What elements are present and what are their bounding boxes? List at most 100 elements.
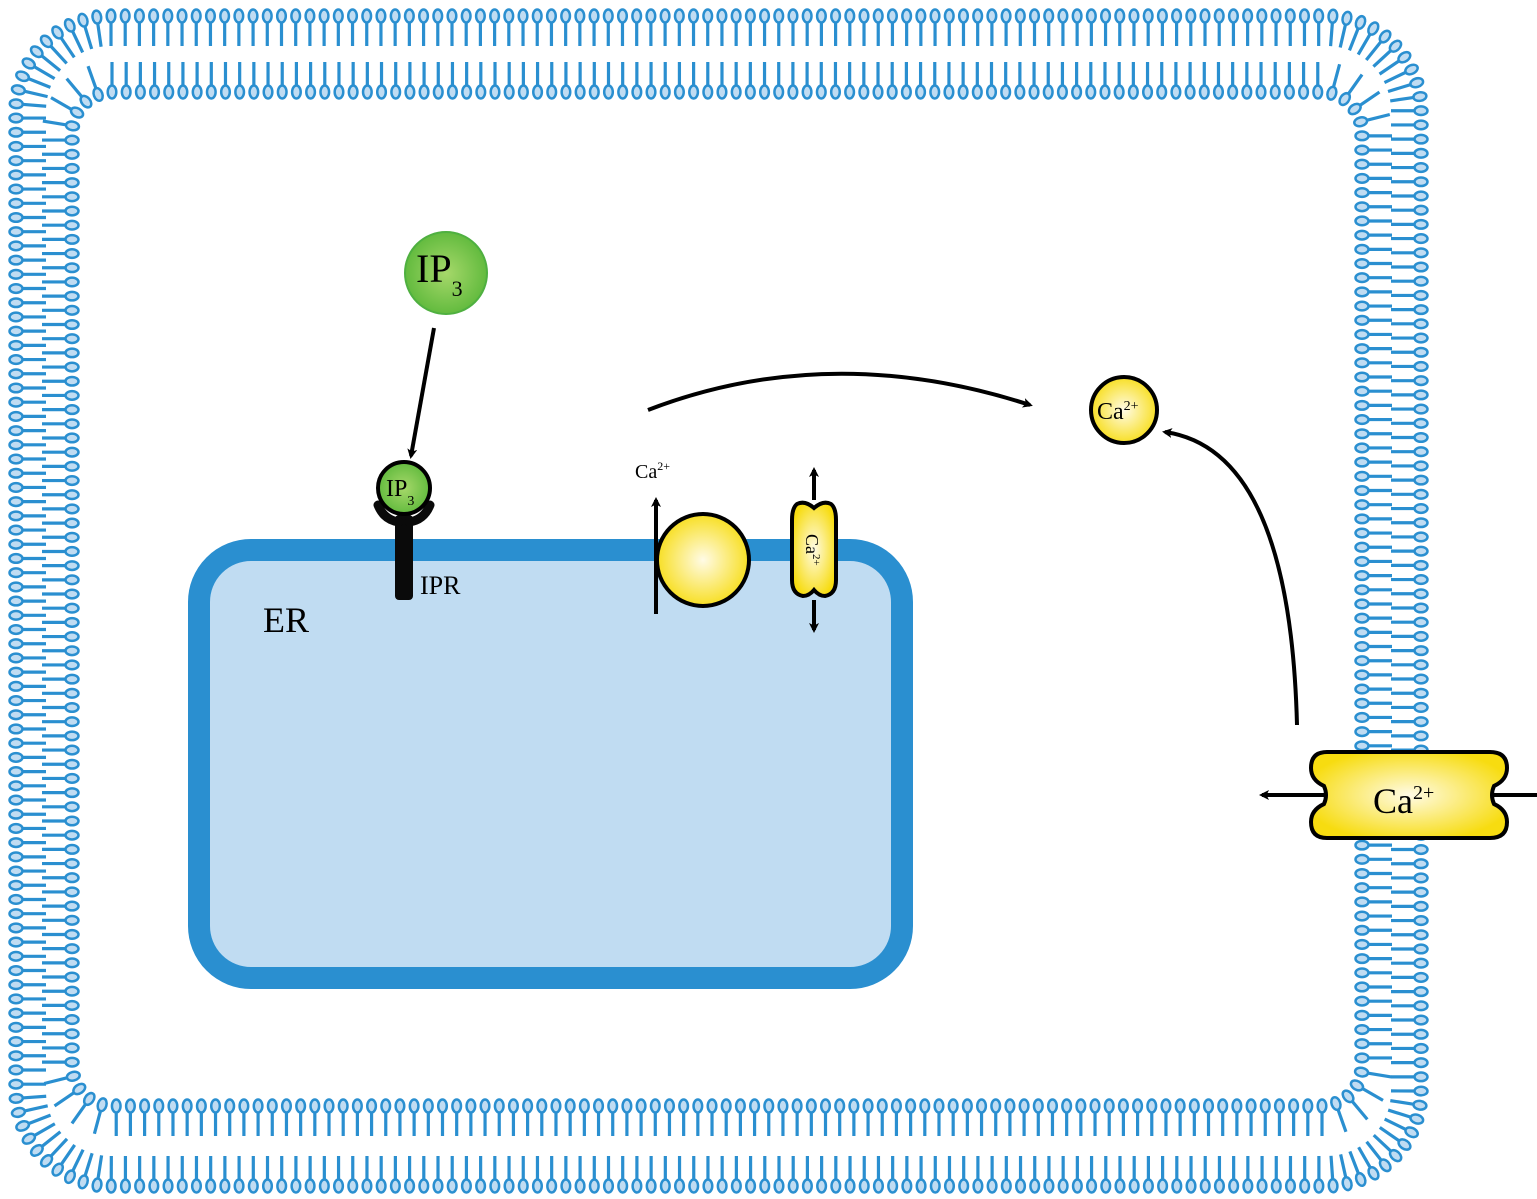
lipid-head <box>546 1178 558 1194</box>
lipid-head <box>631 1178 643 1194</box>
lipid-head <box>1388 1148 1403 1163</box>
lipid-head <box>318 8 330 24</box>
lipid-head <box>815 8 827 24</box>
lipid-head <box>8 1064 24 1076</box>
lipid-head <box>64 460 80 472</box>
lipid-head <box>1014 1178 1027 1194</box>
lipid-head <box>361 1178 373 1194</box>
lipid-head <box>8 1021 24 1033</box>
lipid-head <box>8 680 24 692</box>
lipid-tail <box>1383 1117 1407 1132</box>
lipid-head <box>943 84 955 100</box>
lipid-head <box>1404 1126 1419 1139</box>
lipid-tail <box>71 1149 85 1173</box>
lipid-head <box>8 467 24 479</box>
lipid-head <box>787 84 799 100</box>
lipid-head <box>8 780 24 792</box>
lipid-head <box>64 191 80 203</box>
lipid-head <box>436 1098 449 1114</box>
lipid-tail <box>33 65 56 81</box>
lipid-head <box>8 638 24 650</box>
lipid-head <box>461 84 473 100</box>
lipid-head <box>858 8 870 24</box>
lipid-head <box>1227 8 1239 24</box>
lipid-head <box>8 1007 24 1019</box>
lipid-head <box>1354 229 1370 241</box>
lipid-tail <box>1389 95 1415 103</box>
lipid-head <box>8 893 24 906</box>
lipid-head <box>1100 8 1112 24</box>
lipid-head <box>886 8 898 24</box>
lipid-head <box>1354 711 1370 724</box>
endoplasmic-reticulum <box>188 539 913 989</box>
lipid-head <box>1242 1178 1254 1194</box>
lipid-head <box>1313 1178 1325 1194</box>
lipid-head <box>1413 360 1429 373</box>
lipid-head <box>1412 1099 1428 1111</box>
lipid-head <box>1354 1009 1370 1021</box>
lipid-head <box>631 8 643 24</box>
lipid-head <box>1354 357 1370 369</box>
lipid-head <box>971 84 983 100</box>
lipid-head <box>901 8 913 24</box>
lipid-head <box>1413 190 1429 202</box>
lipid-head <box>64 347 80 359</box>
lipid-head <box>8 98 25 110</box>
lipid-head <box>1347 102 1362 116</box>
lipid-head <box>1127 84 1139 100</box>
lipid-head <box>1255 84 1267 100</box>
lipid-head <box>1014 8 1026 24</box>
lipid-head <box>64 645 80 657</box>
lipid-head <box>858 84 870 100</box>
lipid-head <box>1338 91 1352 107</box>
lipid-head <box>96 1097 108 1113</box>
lipid-head <box>309 1098 321 1114</box>
lipid-head <box>1413 1000 1429 1012</box>
lipid-head <box>64 673 80 685</box>
lipid-head <box>531 1178 544 1194</box>
lipid-head <box>1354 144 1370 156</box>
lipid-head <box>64 857 80 870</box>
lipid-head <box>77 1174 90 1190</box>
lipid-head <box>1326 85 1338 101</box>
lipid-head <box>834 1098 846 1114</box>
lipid-head <box>1413 403 1429 415</box>
lipid-head <box>1413 318 1429 330</box>
lipid-head <box>1354 14 1367 30</box>
lipid-head <box>730 84 742 100</box>
plasma-membrane-calcium-channel: Ca2+ <box>1259 750 1537 840</box>
lipid-head <box>162 1178 174 1194</box>
lipid-head <box>8 581 24 593</box>
lipid-head <box>1413 957 1429 969</box>
lipid-head <box>1299 1178 1311 1194</box>
lipid-head <box>64 985 80 997</box>
lipid-tail <box>86 65 98 90</box>
lipid-head <box>1354 853 1370 865</box>
lipid-head <box>8 695 24 707</box>
lipid-head <box>346 8 359 24</box>
lipid-head <box>1032 1098 1044 1114</box>
lipid-head <box>1413 474 1429 486</box>
lipid-head <box>474 8 486 24</box>
lipid-head <box>1212 84 1225 100</box>
lipid-head <box>1413 275 1429 287</box>
lipid-head <box>1075 1098 1087 1114</box>
lipid-head <box>1270 8 1282 24</box>
lipid-head <box>659 84 671 100</box>
lipid-head <box>1256 1178 1268 1194</box>
lipid-tail <box>50 96 73 111</box>
lipid-head <box>649 1098 661 1114</box>
lipid-head <box>1354 612 1370 624</box>
lipid-head <box>224 1098 236 1114</box>
lipid-head <box>1004 1098 1016 1114</box>
lipid-head <box>8 226 24 238</box>
lipid-head <box>63 17 76 33</box>
lipid-head <box>332 1178 345 1194</box>
lipid-tail <box>23 89 48 99</box>
lipid-head <box>1413 616 1429 628</box>
lipid-head <box>276 1178 288 1194</box>
lipid-head <box>635 1098 647 1114</box>
lipid-head <box>1099 84 1111 100</box>
lipid-head <box>446 84 459 100</box>
lipid-head <box>361 84 373 100</box>
